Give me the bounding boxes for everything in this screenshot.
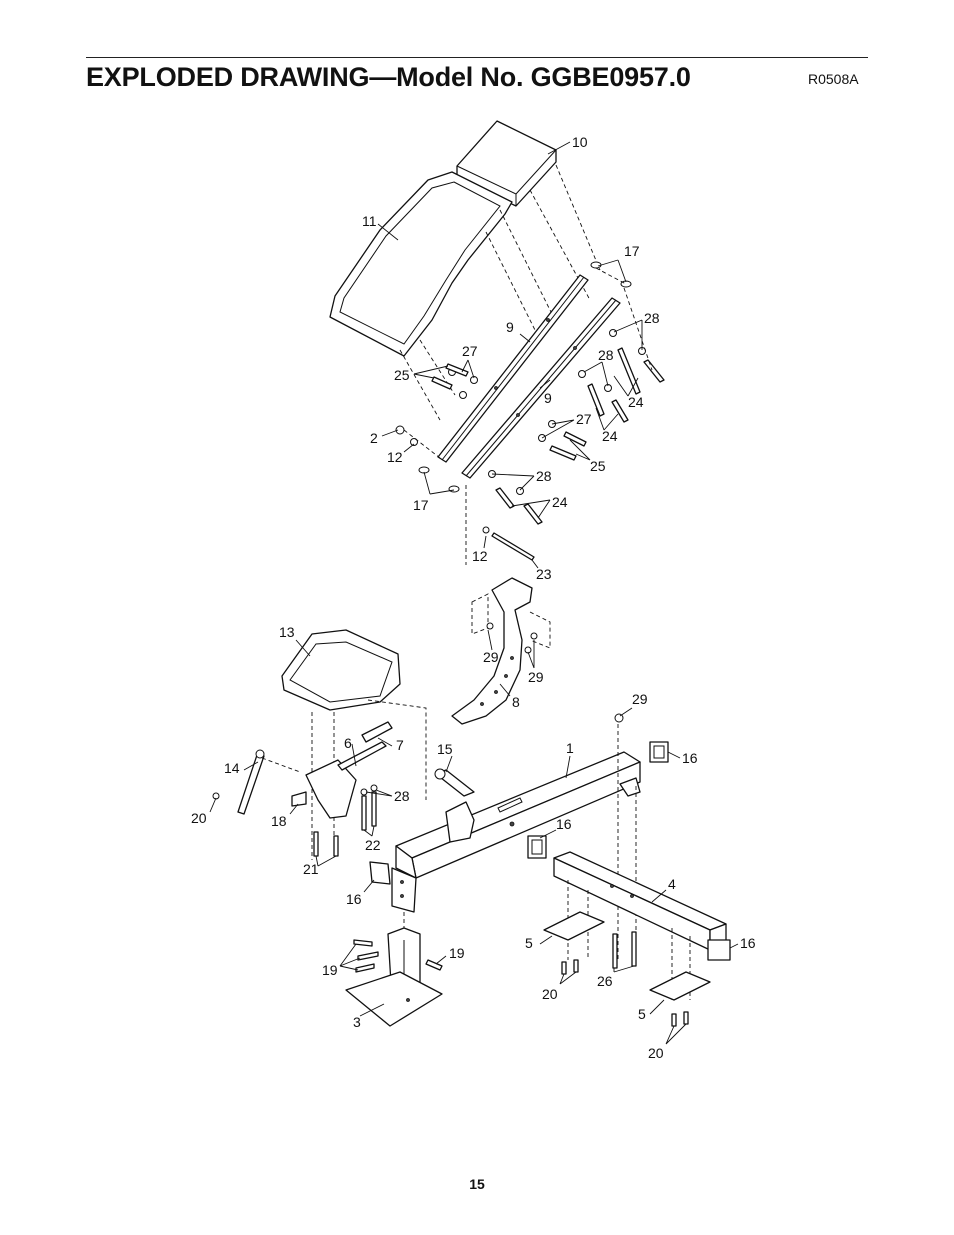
callout-24: 24 [602, 428, 618, 444]
callout-27: 27 [462, 343, 478, 359]
callout-18: 18 [271, 813, 287, 829]
page-title: EXPLODED DRAWING—Model No. GGBE0957.0 [86, 62, 691, 92]
callout-29: 29 [632, 691, 648, 707]
callout-4: 4 [668, 876, 676, 892]
part-11-pad [329, 171, 513, 357]
part-3-front-leg [345, 927, 443, 1027]
callout-3: 3 [353, 1014, 361, 1030]
callout-8: 8 [512, 694, 520, 710]
leader-lines [209, 141, 739, 1045]
callout-11: 11 [362, 213, 377, 229]
page-number: 15 [469, 1176, 485, 1192]
callout-20: 20 [542, 986, 558, 1002]
callout-29: 29 [528, 669, 544, 685]
part-9-rails [437, 274, 621, 479]
callout-20: 20 [191, 810, 207, 826]
callout-21: 21 [303, 861, 319, 877]
callout-12: 12 [387, 449, 403, 465]
callout-9: 9 [506, 319, 514, 335]
callout-19: 19 [449, 945, 465, 961]
callout-19: 19 [322, 962, 338, 978]
callout-10: 10 [572, 134, 588, 150]
part-13-seat [281, 629, 401, 860]
callout-28: 28 [598, 347, 614, 363]
callout-25: 25 [394, 367, 410, 383]
callout-13: 13 [279, 624, 295, 640]
callout-6: 6 [344, 735, 352, 751]
drawing-code: R0508A [808, 71, 859, 87]
callout-17: 17 [413, 497, 429, 513]
callout-29: 29 [483, 649, 499, 665]
callout-16: 16 [740, 935, 756, 951]
callout-14: 14 [224, 760, 240, 776]
callout-26: 26 [597, 973, 613, 989]
callout-9: 9 [544, 390, 552, 406]
header-rule [86, 57, 868, 58]
callout-12: 12 [472, 548, 488, 564]
callout-28: 28 [644, 310, 660, 326]
callout-labels: 10 11 17 28 9 27 28 25 9 24 27 24 2 12 2… [191, 134, 756, 1061]
callout-24: 24 [628, 394, 644, 410]
callout-24: 24 [552, 494, 568, 510]
frame-hardware [395, 261, 665, 525]
part-5-feet [543, 911, 711, 1027]
seat-bracket-assembly [212, 699, 427, 857]
callout-23: 23 [536, 566, 552, 582]
callout-27: 27 [576, 411, 592, 427]
callout-16: 16 [682, 750, 698, 766]
callout-20: 20 [648, 1045, 664, 1061]
callout-7: 7 [396, 737, 404, 753]
callout-25: 25 [590, 458, 606, 474]
callout-17: 17 [624, 243, 640, 259]
callout-28: 28 [536, 468, 552, 484]
callout-5: 5 [525, 935, 533, 951]
callout-1: 1 [566, 740, 574, 756]
pad-projection-lines [399, 164, 601, 421]
callout-16: 16 [346, 891, 362, 907]
callout-22: 22 [365, 837, 381, 853]
callout-2: 2 [370, 430, 378, 446]
callout-15: 15 [437, 741, 453, 757]
part-1-main-frame [369, 713, 669, 960]
part-4-stabilizer [527, 835, 731, 1000]
callout-28: 28 [394, 788, 410, 804]
part-8-bracket [451, 577, 551, 725]
callout-5: 5 [638, 1006, 646, 1022]
callout-16: 16 [556, 816, 572, 832]
